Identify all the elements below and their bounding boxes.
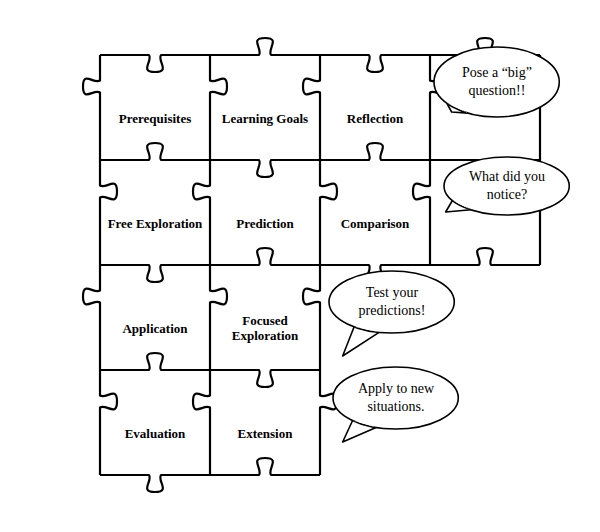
piece-label: Free Exploration [107, 216, 203, 231]
piece-label: Reflection [327, 111, 423, 126]
bubble-joint [447, 103, 468, 113]
puzzle-edge [320, 143, 430, 160]
puzzle-piece: Application [100, 265, 210, 370]
puzzle-edge [83, 55, 100, 160]
piece-label: Prediction [217, 216, 313, 231]
puzzle-edge [413, 160, 430, 265]
puzzle-edge [210, 370, 320, 387]
puzzle-edge [100, 475, 210, 492]
puzzle-piece: Prediction [210, 160, 320, 265]
puzzle-edge [210, 55, 227, 160]
bubble-outline [433, 46, 560, 118]
bubble-joint [354, 327, 379, 333]
puzzle-edge [430, 248, 540, 265]
puzzle-edge [193, 370, 210, 475]
puzzle-edge [100, 353, 210, 370]
bubble-outline [328, 270, 455, 334]
puzzle-piece: Reflection [320, 55, 430, 160]
puzzle-edge [210, 248, 320, 265]
bubble-joint [353, 421, 376, 428]
puzzle-edge [210, 38, 320, 55]
puzzle-piece: Focused Exploration [210, 265, 320, 370]
puzzle-edge [320, 55, 430, 72]
piece-label: Learning Goals [217, 111, 313, 126]
puzzle-edge [320, 370, 337, 475]
puzzle-piece: Extension [210, 370, 320, 475]
puzzle-edge [303, 265, 320, 370]
puzzle-piece: Free Exploration [100, 160, 210, 265]
bubble-ellipse [444, 157, 569, 215]
piece-label: Extension [217, 426, 313, 441]
bubble-ellipse [329, 271, 454, 333]
puzzle-edge [100, 265, 210, 282]
bubble-ellipse [333, 367, 458, 429]
puzzle-edge [320, 160, 337, 265]
piece-label: Focused Exploration [217, 313, 313, 343]
puzzle-piece: Comparison [320, 160, 430, 265]
puzzle-edge [303, 55, 320, 160]
bubble-text: What did you notice? [465, 168, 549, 204]
piece-label: Evaluation [107, 426, 203, 441]
puzzle-edge [100, 55, 210, 72]
piece-label: Application [107, 321, 203, 336]
puzzle-piece: Evaluation [100, 370, 210, 475]
puzzle-edge [193, 160, 210, 265]
bubble-joint [453, 201, 472, 210]
piece-label: Comparison [327, 216, 423, 231]
speech-bubble: What did you notice? [443, 156, 570, 216]
speech-bubble: Pose a “big” question!! [433, 46, 560, 118]
bubble-text: Apply to new situations. [354, 380, 438, 416]
speech-bubble: Apply to new situations. [332, 366, 459, 430]
speech-bubble: Test your predictions! [328, 270, 455, 334]
puzzle-piece: Prerequisites [100, 55, 210, 160]
bubble-text: Pose a “big” question!! [455, 64, 539, 100]
bubble-outline [443, 156, 570, 216]
bubble-ellipse [434, 47, 559, 117]
puzzle-edge [100, 160, 117, 265]
puzzle-edge [210, 458, 320, 475]
bubble-text: Test your predictions! [350, 284, 434, 320]
bubble-outline [332, 366, 459, 430]
puzzle-edge [100, 370, 117, 475]
piece-label: Prerequisites [107, 111, 203, 126]
puzzle-edge [210, 265, 227, 370]
puzzle-edge [100, 143, 210, 160]
puzzle-edge [210, 160, 320, 177]
puzzle-edge [83, 265, 100, 370]
puzzle-piece: Learning Goals [210, 55, 320, 160]
